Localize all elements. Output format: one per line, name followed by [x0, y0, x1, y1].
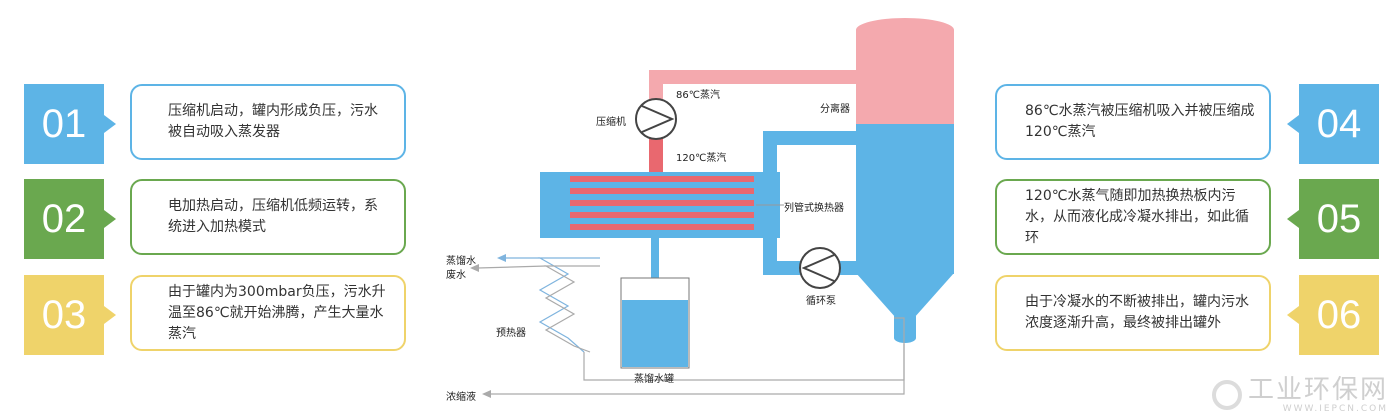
- step-number: 03: [24, 275, 104, 355]
- arrow-left-icon: [497, 254, 506, 262]
- vapor-pipe: [649, 70, 860, 100]
- arrow-left-icon: [1287, 115, 1299, 133]
- label-heat-exchanger: 列管式换热器: [784, 203, 844, 214]
- step-number: 05: [1299, 179, 1379, 259]
- label-distilled-water: 蒸馏水: [446, 256, 476, 267]
- step-text: 电加热启动，压缩机低频运转，系统进入加热模式: [168, 198, 378, 235]
- label-steam-86: 86℃蒸汽: [676, 90, 720, 101]
- label-concentrate: 浓缩液: [446, 392, 476, 403]
- label-preheater: 预热器: [496, 328, 526, 339]
- distilled-water-tank: [620, 277, 690, 369]
- step-text: 120℃水蒸气随即加热换热板内污水，从而液化成冷凝水排出，如此循环: [1025, 187, 1249, 246]
- step-number: 01: [24, 84, 104, 164]
- heat-exchanger: [540, 172, 780, 238]
- circulation-pump-icon: [799, 247, 841, 289]
- label-compressor: 压缩机: [596, 117, 626, 128]
- arrow-right-icon: [104, 306, 116, 324]
- label-circ-pump: 循环泵: [806, 296, 836, 307]
- step-number: 06: [1299, 275, 1379, 355]
- arrow-left-icon: [1287, 306, 1299, 324]
- step-text: 压缩机启动，罐内形成负压，污水被自动吸入蒸发器: [168, 103, 378, 140]
- step-number: 02: [24, 179, 104, 259]
- label-distilled-tank: 蒸馏水罐: [634, 374, 674, 385]
- concentrate-line: [490, 344, 905, 395]
- watermark: 工业环保网 WWW.IEPCN.COM: [1211, 375, 1388, 414]
- step-text-box: 由于罐内为300mbar负压，污水升温至86℃就开始沸腾，产生大量水蒸汽: [130, 275, 406, 351]
- step-text: 86℃水蒸汽被压缩机吸入并被压缩成120℃蒸汽: [1025, 103, 1255, 140]
- preheater-coil: [477, 257, 600, 353]
- separator-vessel: [856, 18, 954, 343]
- step-text-box: 由于冷凝水的不断被排出，罐内污水浓度逐渐升高，最终被排出罐外: [995, 275, 1271, 351]
- label-separator: 分离器: [820, 104, 850, 115]
- watermark-url: WWW.IEPCN.COM: [1282, 404, 1388, 414]
- watermark-name: 工业环保网: [1247, 375, 1388, 405]
- logo-icon: [1211, 380, 1242, 410]
- compressor-icon: [635, 98, 677, 140]
- arrow-left-icon: [470, 264, 479, 272]
- arrow-right-icon: [104, 210, 116, 228]
- step-text-box: 120℃水蒸气随即加热换热板内污水，从而液化成冷凝水排出，如此循环: [995, 179, 1271, 255]
- step-text-box: 电加热启动，压缩机低频运转，系统进入加热模式: [130, 179, 406, 255]
- arrow-left-icon: [1287, 210, 1299, 228]
- steam-pipe: [649, 138, 663, 174]
- arrow-left-icon: [482, 390, 491, 398]
- arrow-right-icon: [104, 115, 116, 133]
- liquid-return-pipe: [763, 131, 860, 178]
- step-number: 04: [1299, 84, 1379, 164]
- condensate-pipe: [651, 238, 659, 278]
- step-text: 由于冷凝水的不断被排出，罐内污水浓度逐渐升高，最终被排出罐外: [1025, 294, 1249, 331]
- step-text: 由于罐内为300mbar负压，污水升温至86℃就开始沸腾，产生大量水蒸汽: [168, 283, 386, 342]
- label-steam-120: 120℃蒸汽: [676, 153, 727, 164]
- label-waste-water: 废水: [446, 270, 466, 281]
- step-text-box: 86℃水蒸汽被压缩机吸入并被压缩成120℃蒸汽: [995, 84, 1271, 160]
- step-text-box: 压缩机启动，罐内形成负压，污水被自动吸入蒸发器: [130, 84, 406, 160]
